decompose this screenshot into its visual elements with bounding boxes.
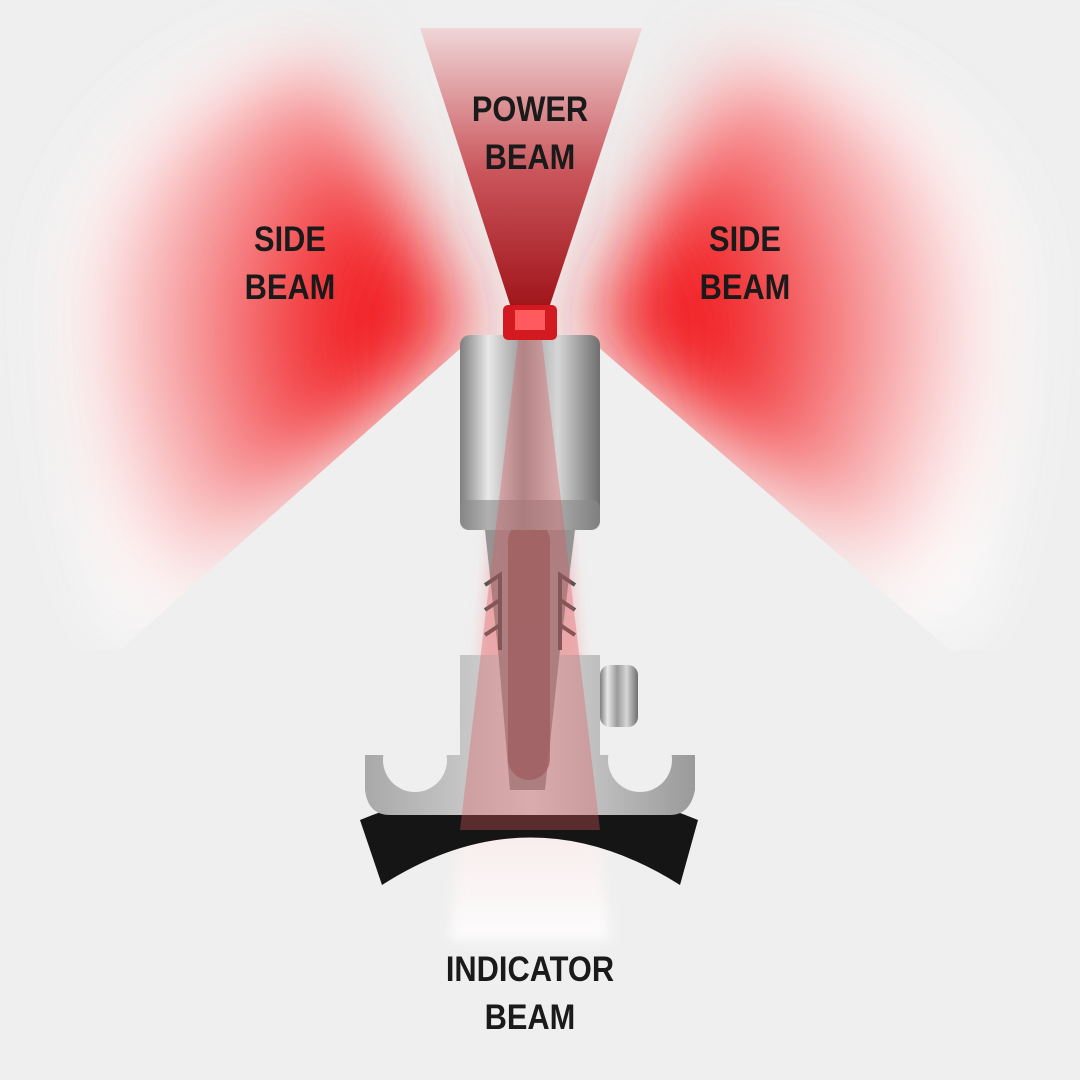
side-beam-left [68,40,470,640]
power-beam-label-line2: BEAM [484,138,576,177]
side-beam-right-label-line2: BEAM [699,268,791,307]
indicator-beam-label: INDICATOR BEAM [446,946,614,1042]
power-beam-label-line1: POWER [471,90,589,129]
indicator-beam-label-line2: BEAM [484,998,576,1037]
device [360,305,698,885]
light-head [460,335,600,530]
side-beam-left-label-line1: SIDE [254,220,326,259]
power-beam [420,28,642,320]
side-beam-left-label-line2: BEAM [244,268,336,307]
side-beam-right [590,40,1012,640]
adjust-knob [600,665,638,727]
side-beam-right-label: SIDE BEAM [700,216,791,312]
side-beam-right-label-line1: SIDE [709,220,781,259]
power-beam-label: POWER BEAM [472,86,588,182]
side-beam-left-label: SIDE BEAM [245,216,336,312]
indicator-beam-label-line1: INDICATOR [445,950,615,989]
